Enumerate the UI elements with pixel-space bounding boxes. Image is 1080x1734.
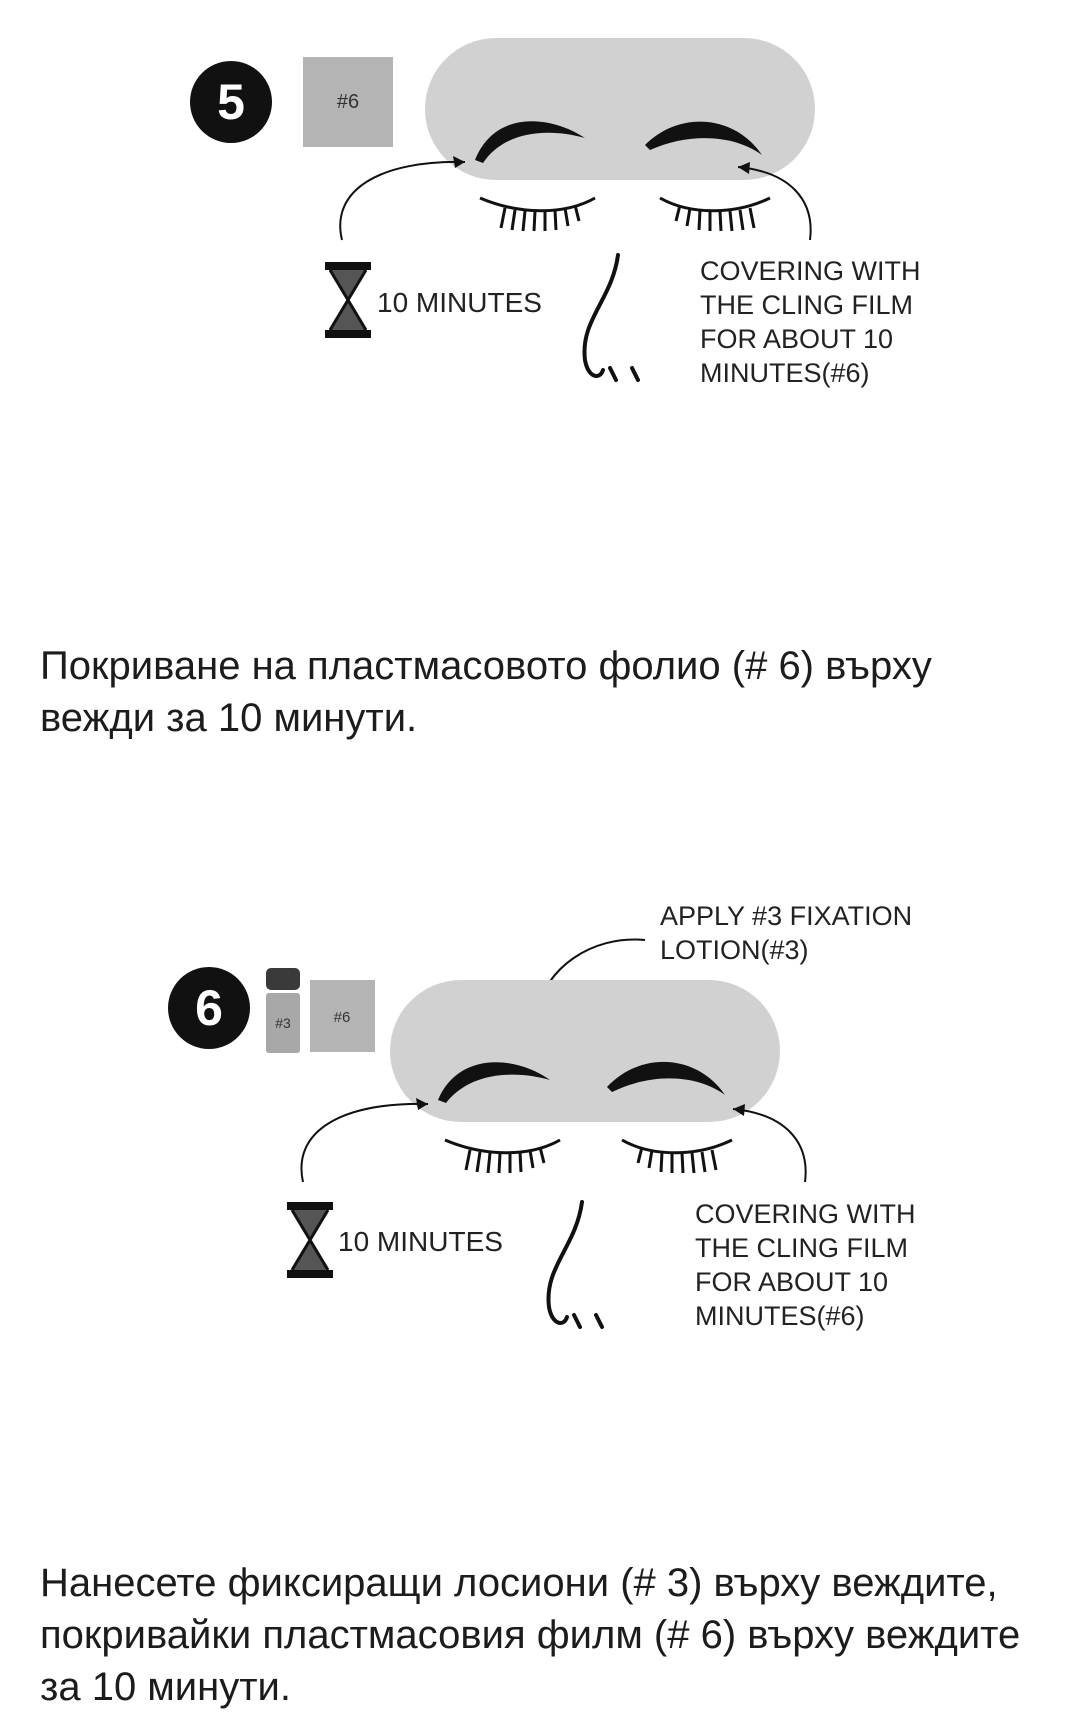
left-eye-lashes-icon: [480, 198, 595, 231]
svg-text:APPLY #3 FIXATION: APPLY #3 FIXATION: [660, 901, 912, 931]
svg-text:5: 5: [217, 74, 245, 130]
covering-note: COVERING WITH THE CLING FILM FOR ABOUT 1…: [695, 1199, 916, 1331]
step-5-caption: Покриване на пластмасовото фолио (# 6) в…: [40, 640, 1050, 744]
step-5-section: 5 #6: [0, 0, 1080, 520]
product-tag-6: #6: [303, 57, 393, 147]
step-6-illustration: APPLY #3 FIXATION LOTION(#3) 6 #3 #6: [0, 860, 1080, 1380]
step-number-badge: 5: [190, 61, 272, 143]
hourglass-icon: [325, 262, 371, 338]
svg-text:#6: #6: [337, 91, 359, 113]
timer-label: 10 MINUTES: [338, 1226, 503, 1257]
svg-text:FOR ABOUT 10: FOR ABOUT 10: [695, 1267, 888, 1297]
svg-text:FOR ABOUT 10: FOR ABOUT 10: [700, 324, 893, 354]
nose-icon: [584, 255, 638, 380]
product-tag-6: #6: [310, 980, 375, 1052]
svg-text:THE CLING FILM: THE CLING FILM: [700, 290, 913, 320]
hourglass-icon: [287, 1202, 333, 1278]
covering-note: COVERING WITH THE CLING FILM FOR ABOUT 1…: [700, 256, 921, 388]
lotion-bottle-icon: #3: [266, 968, 300, 1053]
svg-text:6: 6: [195, 980, 223, 1036]
film-arrow-icon: [733, 1109, 806, 1182]
left-eye-lashes-icon: [445, 1140, 560, 1173]
cling-film-band: [390, 980, 780, 1122]
svg-text:#6: #6: [334, 1009, 351, 1026]
svg-text:#3: #3: [275, 1015, 291, 1031]
right-eye-lashes-icon: [660, 198, 770, 231]
svg-text:MINUTES(#6): MINUTES(#6): [700, 358, 870, 388]
step-number-badge: 6: [168, 967, 250, 1049]
svg-text:COVERING WITH: COVERING WITH: [700, 256, 921, 286]
svg-text:MINUTES(#6): MINUTES(#6): [695, 1301, 865, 1331]
timer-label: 10 MINUTES: [377, 287, 542, 318]
svg-text:LOTION(#3): LOTION(#3): [660, 935, 809, 965]
right-eye-lashes-icon: [622, 1140, 732, 1173]
timer-arrow-icon: [340, 162, 465, 240]
step-6-section: APPLY #3 FIXATION LOTION(#3) 6 #3 #6: [0, 860, 1080, 1380]
nose-icon: [548, 1202, 602, 1327]
step-6-caption: Нанесете фиксиращи лосиони (# 3) върху в…: [40, 1557, 1050, 1713]
svg-text:THE CLING FILM: THE CLING FILM: [695, 1233, 908, 1263]
svg-text:COVERING WITH: COVERING WITH: [695, 1199, 916, 1229]
step-5-illustration: 5 #6: [0, 0, 1080, 520]
timer-arrow-icon: [301, 1104, 428, 1182]
apply-note: APPLY #3 FIXATION LOTION(#3): [660, 901, 912, 965]
